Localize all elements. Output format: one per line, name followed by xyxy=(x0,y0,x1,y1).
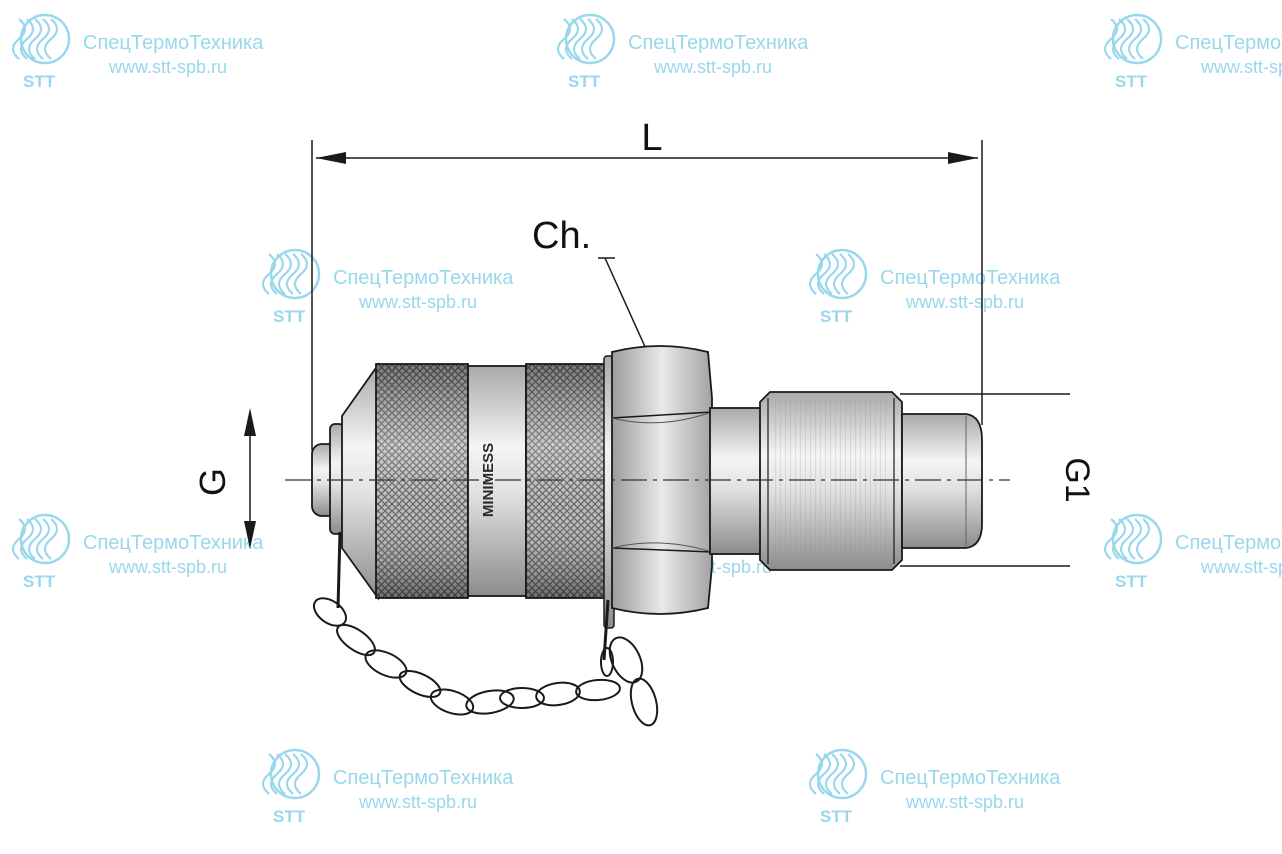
outlet-thread-dimension: G1 xyxy=(900,393,1096,567)
stt-logo-icon: STT xyxy=(808,248,868,326)
watermark-url: www.stt-spb.ru xyxy=(905,792,1024,812)
watermark-logo-text: STT xyxy=(820,807,853,826)
stt-logo-icon: STT xyxy=(556,13,616,91)
watermark: STT СпецТермоТехника www.stt-spb.ru xyxy=(808,248,1061,326)
watermark: STT СпецТермоТехника www.stt-spb.ru xyxy=(261,748,514,826)
watermark-brand: СпецТермоТехника xyxy=(880,267,1061,289)
watermark-logo-text: STT xyxy=(1115,72,1148,91)
cap-smooth-band xyxy=(467,365,527,597)
watermark-brand: СпецТермоТехника xyxy=(333,267,514,289)
stt-logo-icon: STT xyxy=(261,248,321,326)
inlet-thread-dimension: G xyxy=(192,408,256,549)
end-pin xyxy=(901,413,983,549)
length-label: L xyxy=(641,117,662,159)
watermark: STT СпецТермоТехника www.stt-spb.ru xyxy=(556,13,809,91)
outlet-thread-label: G1 xyxy=(1058,457,1096,502)
watermark: STT СпецТермоТехника www.stt-spb.ru xyxy=(11,13,264,91)
retaining-chain xyxy=(312,531,659,727)
stt-logo-icon: STT xyxy=(808,748,868,826)
inlet-thread-label: G xyxy=(192,468,233,496)
watermark-url: www.stt-spb.ru xyxy=(358,792,477,812)
watermark-logo-text: STT xyxy=(1115,572,1148,591)
watermark-url: www.stt-spb.ru xyxy=(108,57,227,77)
watermark-brand: СпецТермоТехника xyxy=(83,32,264,54)
watermark: STT СпецТермоТехника www.stt-spb.ru xyxy=(808,748,1061,826)
watermark-logo-text: STT xyxy=(820,307,853,326)
watermark: STT СпецТермоТехника www.stt-spb.ru xyxy=(1103,13,1282,91)
watermark-brand: СпецТермоТехника xyxy=(1175,32,1282,54)
watermark-brand: СпецТермоТехника xyxy=(628,32,809,54)
wrench-size-callout: Ch. xyxy=(532,215,661,382)
body-neck xyxy=(709,407,763,555)
watermark: STT СпецТермоТехника www.stt-spb.ru xyxy=(261,248,514,326)
stt-logo-icon: STT xyxy=(1103,513,1163,591)
watermark: STT СпецТермоТехника www.stt-spb.ru xyxy=(11,513,264,591)
watermark-url: www.stt-spb.ru xyxy=(108,557,227,577)
watermark-brand: СпецТермоТехника xyxy=(333,767,514,789)
watermark-brand: СпецТермоТехника xyxy=(1175,532,1282,554)
watermark-brand: СпецТермоТехника xyxy=(880,767,1061,789)
watermark-url: www.stt-spb.ru xyxy=(653,57,772,77)
watermark-logo-text: STT xyxy=(273,307,306,326)
stt-logo-icon: STT xyxy=(11,13,71,91)
dimension-length: L xyxy=(311,117,983,450)
watermark-brand: СпецТермоТехника xyxy=(83,532,264,554)
watermark-url: www.stt-spb.ru xyxy=(358,292,477,312)
watermark-logo-text: STT xyxy=(23,572,56,591)
stt-logo-icon: STT xyxy=(1103,13,1163,91)
watermark-url: www.stt-spb.ru xyxy=(1200,557,1282,577)
stt-logo-icon: STT xyxy=(261,748,321,826)
watermark-logo-text: STT xyxy=(23,72,56,91)
watermark-logo-text: STT xyxy=(273,807,306,826)
watermark-logo-text: STT xyxy=(568,72,601,91)
stt-logo-icon: STT xyxy=(11,513,71,591)
wrench-size-label: Ch. xyxy=(532,215,591,257)
watermark: STT СпецТермоТехника www.stt-spb.ru xyxy=(1103,513,1282,591)
cap-nose xyxy=(341,362,379,601)
test-point-coupling: MINIMESS xyxy=(311,345,983,629)
watermark-url: www.stt-spb.ru xyxy=(1200,57,1282,77)
watermark-url: www.stt-spb.ru xyxy=(905,292,1024,312)
